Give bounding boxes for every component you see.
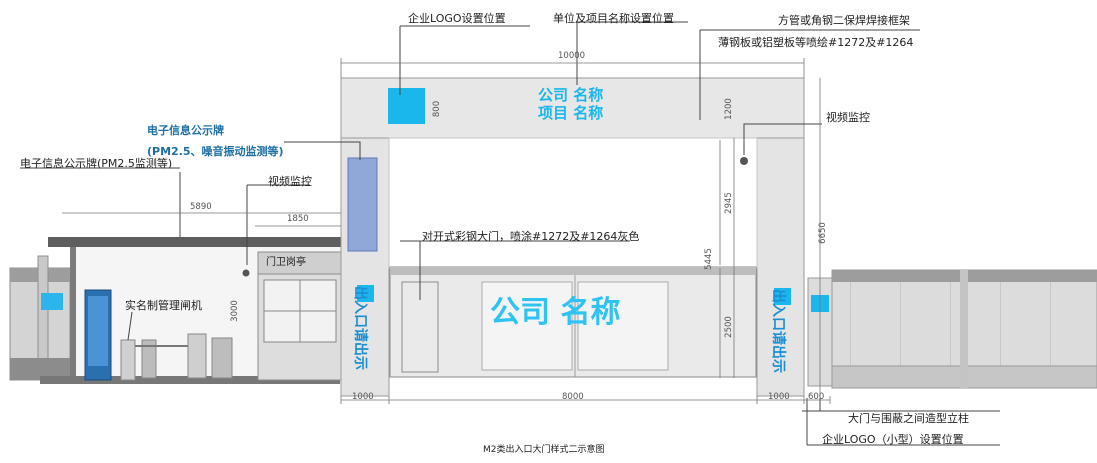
dim-guard-width: 1850 (287, 214, 309, 224)
camera-left-label: 视频监控 (268, 175, 312, 188)
left-fence-logo-square (41, 293, 63, 310)
guard-room-label: 门卫岗亭 (266, 257, 306, 268)
beam-name-line2: 项目 名称 (538, 104, 604, 122)
camera-right-icon (740, 157, 748, 165)
camera-right-label: 视频监控 (826, 111, 870, 124)
pillar-note-label: 大门与围蔽之间造型立柱 (848, 412, 969, 425)
dim-guard-height: 3000 (230, 300, 240, 322)
pillar-left-logo-square (357, 285, 374, 302)
left-fence (9, 255, 71, 381)
camera-left-icon (242, 269, 250, 277)
dim-gate-width: 8000 (562, 392, 584, 402)
leader-lines (20, 21, 1000, 446)
guard-house (257, 251, 345, 381)
gate-description-label: 对开式彩钢大门，喷涂#1272及#1264灰色 (422, 230, 640, 243)
name-position-label: 单位及项目名称设置位置 (553, 12, 674, 25)
frame-label-line1: 方管或角钢二保焊焊接框架 (778, 14, 910, 27)
gate-company-name: 公司 名称 (490, 295, 621, 330)
beam-name-line1: 公司 名称 (538, 86, 604, 104)
dim-beam-width: 10000 (558, 51, 586, 61)
dim-post-width: 600 (808, 392, 825, 402)
turnstile-label: 实名制管理闸机 (125, 299, 202, 312)
dim-gate-height: 2500 (724, 316, 734, 338)
frame-label-line2: 薄钢板或铝塑板等喷绘#1272及#1264 (718, 36, 914, 49)
dim-beam-height: 1200 (724, 98, 734, 120)
dimension-lines (62, 58, 831, 404)
board-sub-label: (PM2.5、噪音振动监测等) (147, 145, 284, 158)
dim-shed-width: 5890 (190, 202, 212, 212)
board-title-label: 电子信息公示牌 (147, 124, 224, 137)
board-left-label: 电子信息公示牌(PM2.5监测等) (20, 157, 173, 170)
right-fence (807, 269, 1097, 389)
main-logo-square (388, 88, 425, 124)
turnstile-machines (84, 289, 233, 381)
pillar-right-logo-square (774, 288, 791, 305)
dim-gate-opening: 5445 (704, 248, 714, 270)
dim-pillar-right-width: 1000 (768, 392, 790, 402)
logo-position-label: 企业LOGO设置位置 (408, 12, 506, 25)
electronic-board (347, 157, 378, 252)
dim-upper-gap: 2945 (724, 192, 734, 214)
double-gate (389, 266, 757, 378)
dim-pillar-height: 6650 (818, 222, 828, 244)
diagram-caption: M2类出入口大门样式二示意图 (483, 445, 605, 455)
pillar-right-text: 出入口请出示 (770, 289, 786, 373)
small-logo-label: 企业LOGO（小型）设置位置 (822, 433, 964, 446)
dim-pillar-left-width: 1000 (352, 392, 374, 402)
pillar-left-text: 出入口请出示 (352, 286, 368, 370)
gate-arch (340, 77, 805, 397)
dim-logo-height: 800 (432, 100, 442, 118)
